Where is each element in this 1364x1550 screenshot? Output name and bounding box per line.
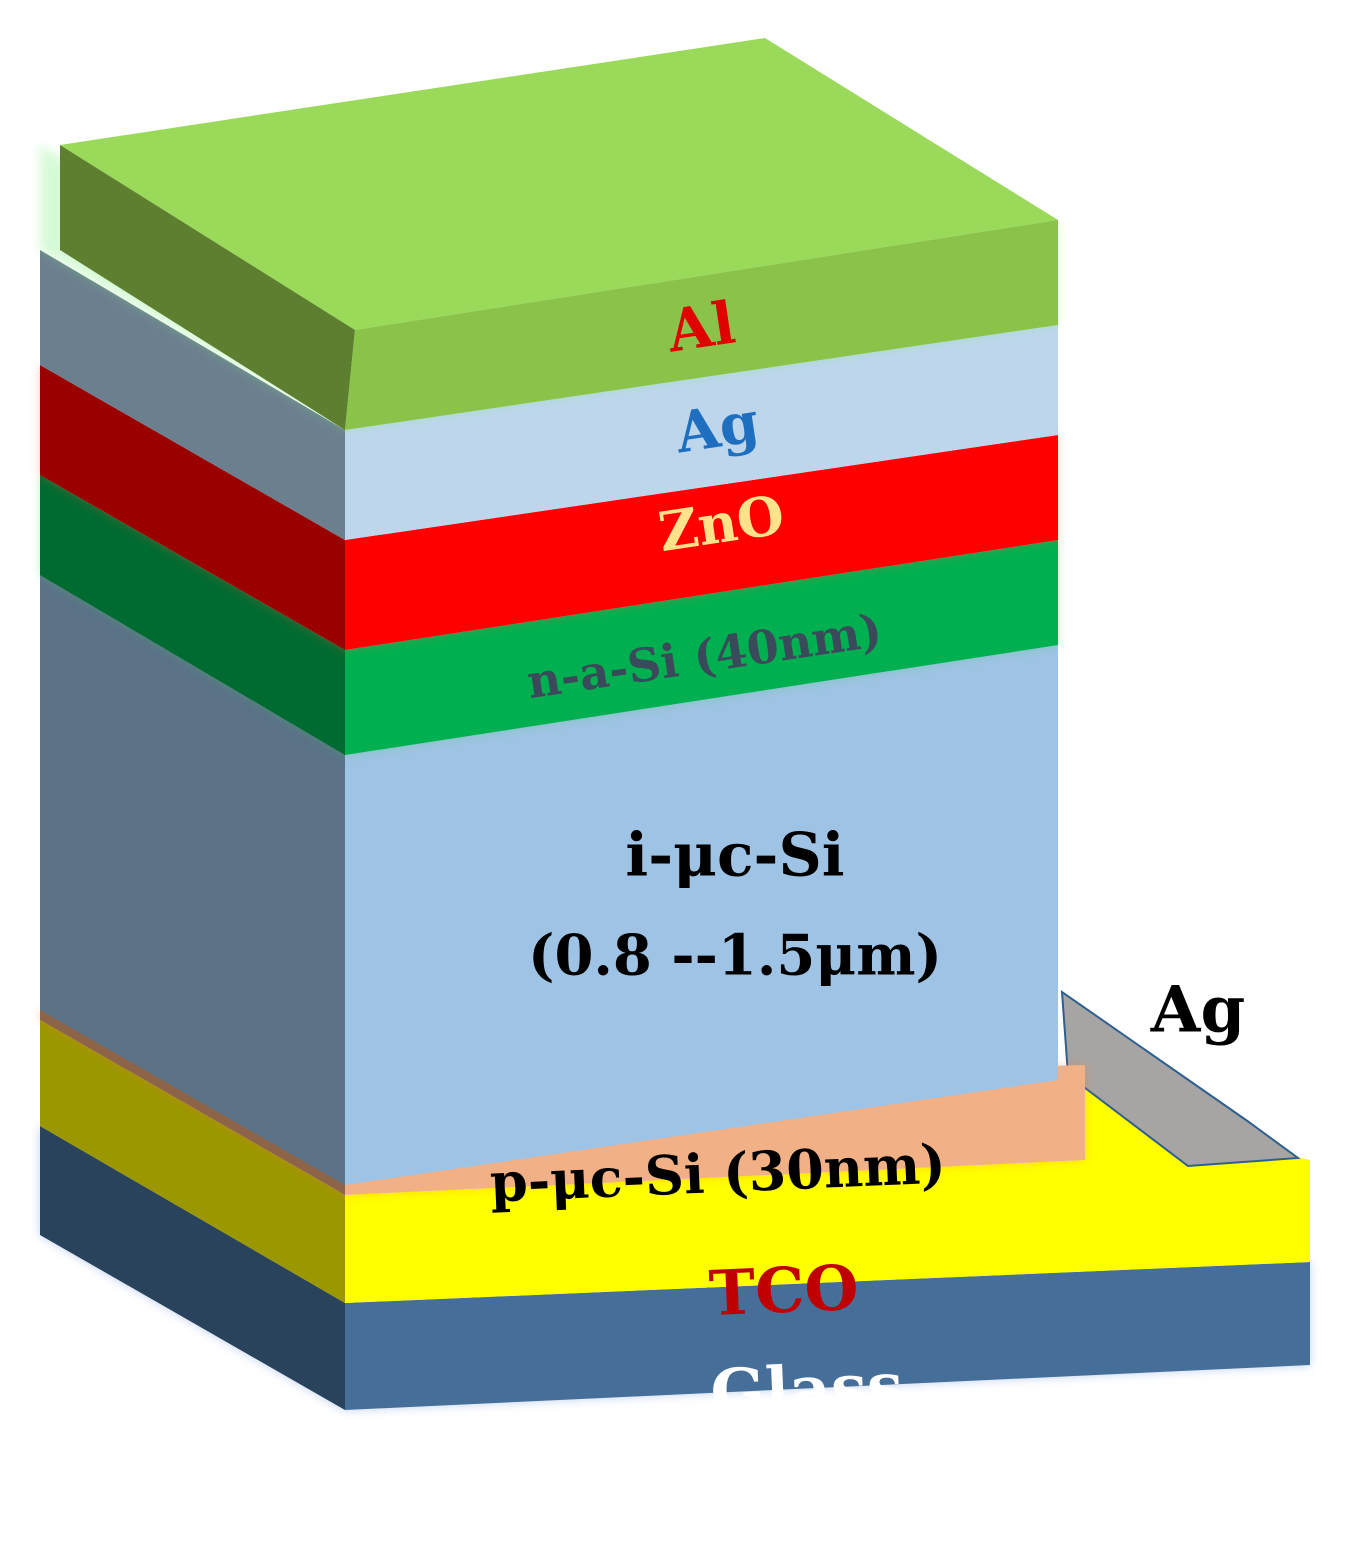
glass-layer: Glass bbox=[40, 1126, 1310, 1432]
ag-side bbox=[40, 250, 345, 540]
zno-side bbox=[40, 365, 345, 650]
tco-label: TCO bbox=[708, 1251, 860, 1330]
glass-front bbox=[345, 1262, 1310, 1410]
ag-contact: Ag bbox=[1060, 973, 1301, 1168]
ag-front bbox=[345, 325, 1058, 540]
tco-front bbox=[345, 1072, 1310, 1303]
n-a-si-layer: n-a-Si (40nm) bbox=[40, 475, 1058, 755]
al-top bbox=[60, 38, 1058, 330]
i-uc-si-front bbox=[345, 645, 1058, 1185]
tco-layer: TCO bbox=[40, 1020, 1310, 1330]
i-uc-si-layer: i-μc-Si (0.8 --1.5μm) bbox=[40, 475, 1058, 1185]
al-layer: Al bbox=[40, 38, 1058, 430]
zno-front bbox=[345, 435, 1058, 650]
i-uc-si-label-line1: i-μc-Si bbox=[625, 821, 844, 891]
ag-contact-pad bbox=[1060, 989, 1301, 1168]
tco-side bbox=[40, 1020, 345, 1303]
ag-layer: Ag bbox=[40, 250, 1058, 540]
n-a-si-front bbox=[345, 540, 1058, 755]
zno-layer: ZnO bbox=[40, 365, 1058, 650]
al-front bbox=[345, 220, 1058, 430]
ag-label: Ag bbox=[671, 389, 763, 467]
i-uc-si-label-line2: (0.8 --1.5μm) bbox=[528, 923, 942, 989]
ag-contact-label: Ag bbox=[1150, 973, 1245, 1048]
glass-label: Glass bbox=[709, 1349, 904, 1432]
al-side bbox=[60, 145, 355, 430]
al-label: Al bbox=[662, 288, 739, 365]
glass-side bbox=[40, 1126, 345, 1410]
n-a-si-side bbox=[40, 475, 345, 755]
